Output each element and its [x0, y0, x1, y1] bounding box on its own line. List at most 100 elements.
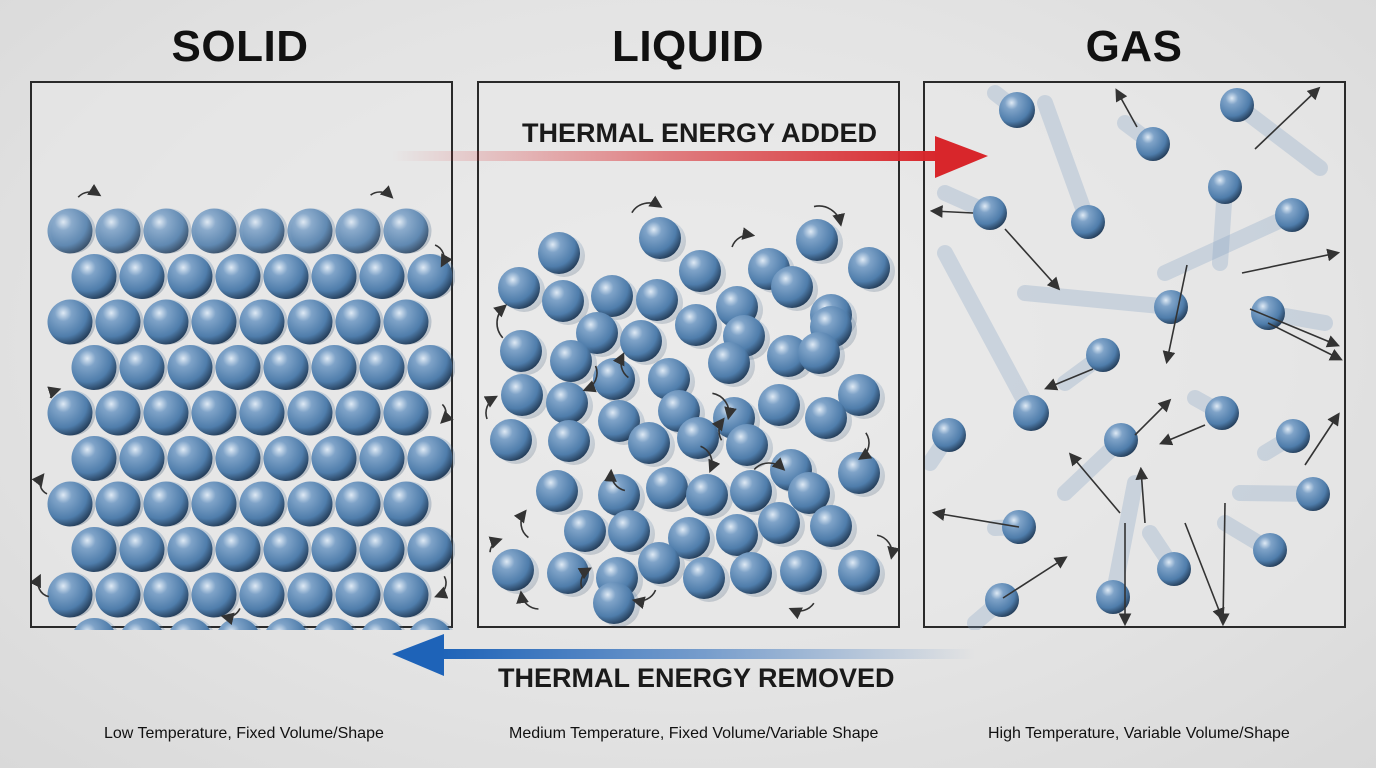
motion-arrow-icon: [1002, 556, 1068, 599]
particle-icon: [810, 505, 852, 547]
particle-icon: [771, 266, 813, 308]
particle-icon: [550, 340, 592, 382]
motion-arrow-icon: [493, 304, 508, 339]
particle-icon: [838, 452, 880, 494]
motion-arrow-icon: [731, 227, 756, 248]
particle-icon: [239, 481, 285, 527]
particle-icon: [239, 208, 285, 254]
particle-icon: [47, 390, 93, 436]
particle-icon: [335, 208, 381, 254]
particle-icon: [1220, 88, 1254, 122]
particle-icon: [598, 400, 640, 442]
particle-icon: [314, 618, 354, 630]
solid-title: SOLID: [171, 22, 309, 71]
particle-icon: [311, 527, 357, 572]
motion-arrow-icon: [604, 468, 626, 492]
particle-icon: [215, 254, 261, 299]
particle-icon: [1276, 419, 1310, 453]
particle-icon: [359, 436, 405, 481]
motion-arrow-icon: [1004, 228, 1061, 291]
particle-icon: [593, 358, 635, 400]
motion-arrow-icon: [77, 183, 102, 198]
motion-arrow-icon: [858, 432, 873, 460]
particle-icon: [999, 92, 1035, 128]
motion-arrow-icon: [1159, 424, 1206, 446]
particle-icon: [683, 557, 725, 599]
particle-icon: [501, 374, 543, 416]
motion-arrow-icon: [1216, 502, 1230, 627]
particle-icon: [143, 390, 189, 436]
particle-icon: [620, 320, 662, 362]
particle-icon: [167, 254, 213, 299]
particle-icon: [287, 572, 333, 618]
particle-icon: [1086, 338, 1120, 372]
particle-icon: [407, 527, 453, 572]
particle-icon: [1253, 533, 1287, 567]
particle-icon: [167, 436, 213, 481]
particle-icon: [311, 345, 357, 390]
particle-icon: [263, 254, 309, 299]
particle-icon: [383, 572, 429, 618]
particle-icon: [383, 299, 429, 345]
particle-icon: [191, 299, 237, 345]
particle-icon: [119, 527, 165, 572]
particle-icon: [638, 542, 680, 584]
particle-icon: [536, 470, 578, 512]
liquid-particle-cluster: [483, 195, 900, 627]
particle-icon: [646, 467, 688, 509]
particle-icon: [266, 618, 306, 630]
particle-icon: [492, 549, 534, 591]
energy-removed-label: THERMAL ENERGY REMOVED: [498, 663, 895, 693]
particle-icon: [122, 618, 162, 630]
particle-icon: [239, 572, 285, 618]
particle-icon: [143, 481, 189, 527]
particle-icon: [1275, 198, 1309, 232]
gas-panel: [923, 81, 1346, 630]
particle-icon: [1096, 580, 1130, 614]
motion-arrow-icon: [612, 352, 629, 379]
particle-icon: [167, 345, 213, 390]
particle-icon: [143, 208, 189, 254]
motion-arrow-icon: [631, 589, 657, 609]
particle-icon: [287, 208, 333, 254]
particle-icon: [215, 436, 261, 481]
particle-icon: [71, 254, 117, 299]
particle-icon: [287, 390, 333, 436]
particle-icon: [805, 397, 847, 439]
particle-icon: [263, 527, 309, 572]
particle-icon: [548, 420, 590, 462]
motion-arrow-icon: [1044, 368, 1094, 391]
particle-icon: [564, 510, 606, 552]
particle-icon: [838, 374, 880, 416]
motion-arrow-icon: [488, 536, 503, 553]
particle-icon: [170, 618, 210, 630]
particle-icon: [716, 514, 758, 556]
particle-icon: [311, 436, 357, 481]
particle-icon: [95, 481, 141, 527]
particle-icon: [95, 572, 141, 618]
particle-icon: [1136, 127, 1170, 161]
solid-caption: Low Temperature, Fixed Volume/Shape: [104, 725, 384, 742]
particle-icon: [239, 299, 285, 345]
motion-trail: [1105, 475, 1143, 605]
motion-trail: [1037, 95, 1096, 230]
particle-icon: [362, 618, 402, 630]
particle-icon: [47, 208, 93, 254]
motion-arrow-icon: [1068, 452, 1121, 514]
motion-arrow-icon: [876, 534, 900, 560]
particle-icon: [500, 330, 542, 372]
particle-icon: [359, 345, 405, 390]
motion-arrow-icon: [1184, 522, 1225, 621]
particle-icon: [239, 390, 285, 436]
motion-arrow-icon: [434, 575, 449, 599]
particle-icon: [407, 345, 453, 390]
motion-arrow-icon: [220, 608, 241, 626]
particle-icon: [95, 208, 141, 254]
particle-icon: [119, 436, 165, 481]
particle-icon: [726, 424, 768, 466]
particle-icon: [1013, 395, 1049, 431]
particle-icon: [767, 335, 809, 377]
particle-icon: [119, 254, 165, 299]
motion-arrow-icon: [1162, 264, 1188, 365]
particle-icon: [639, 217, 681, 259]
